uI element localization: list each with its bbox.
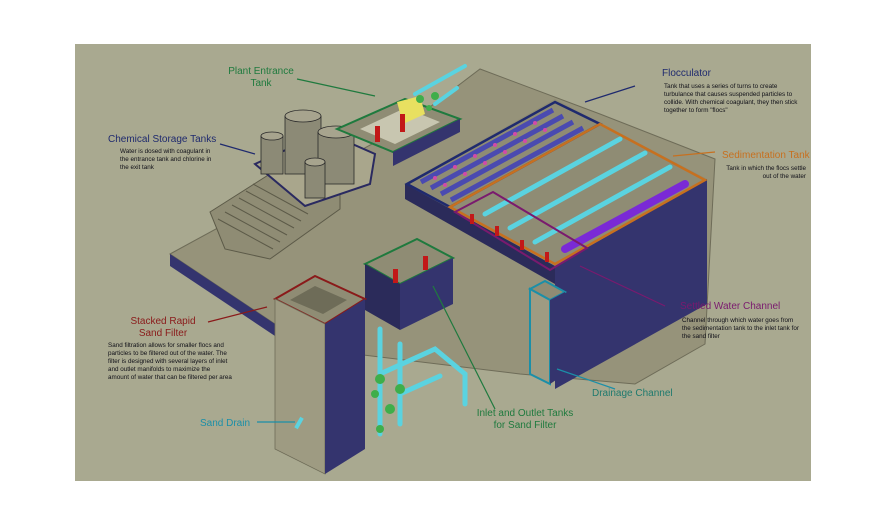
entrance-green-fittings	[416, 92, 439, 111]
sand-filter-title: Stacked Rapid Sand Filter	[130, 316, 196, 339]
settled-water-desc: Channel through which water goes from th…	[682, 317, 799, 340]
plant-entrance-label: Plant Entrance Tank	[228, 66, 294, 89]
slab-front-left	[170, 254, 275, 336]
treatment-plant-illustration	[169, 64, 716, 475]
arrow-flocculator	[584, 85, 636, 103]
arrow-drainage	[556, 368, 616, 390]
diagram-panel	[75, 44, 811, 481]
drainage-channel	[527, 279, 568, 386]
sand-filter-desc: Sand filtration allows for smaller flocs…	[108, 342, 232, 381]
arrow-inlet-outlet	[432, 285, 496, 410]
sand-filter-column	[272, 274, 368, 475]
flocculator-title: Flocculator	[662, 68, 711, 79]
sedimentation-title: Sedimentation Tank	[722, 150, 810, 161]
chemical-storage-title: Chemical Storage Tanks	[108, 134, 217, 145]
arrow-chemical-storage	[219, 143, 256, 155]
settled-water-title: Settled Water Channel	[680, 301, 781, 312]
flocculator-baffles	[419, 107, 585, 203]
arrow-plant-entrance	[296, 78, 376, 97]
leader-arrows	[207, 78, 716, 423]
entrance-pipes	[413, 64, 467, 106]
sand-drain-pipe	[294, 416, 304, 430]
filter-green-fittings	[371, 374, 405, 433]
flocculator-desc: Tank that uses a series of turns to crea…	[664, 83, 798, 114]
sedimentation-desc: Tank in which the flocs settle out of th…	[726, 165, 806, 180]
arrow-settled-water	[579, 265, 666, 307]
sand-drain-label: Sand Drain	[200, 418, 251, 429]
channel-red-markers	[470, 214, 549, 262]
flocculator-dots	[433, 121, 547, 187]
arrow-sand-filter	[207, 306, 268, 323]
stairs	[217, 183, 309, 250]
plant-entrance-tank	[334, 96, 463, 166]
chemical-tanks	[260, 109, 355, 199]
arrow-sedimentation	[672, 151, 716, 157]
inlet-outlet-tanks	[362, 237, 456, 330]
chemical-storage-desc: Water is dosed with coagulant in the ent…	[120, 148, 212, 171]
settled-water-outline	[452, 190, 589, 272]
inlet-outlet-label: Inlet and Outlet Tanks for Sand Filter	[476, 408, 574, 431]
drainage-channel-label: Drainage Channel	[592, 388, 673, 399]
